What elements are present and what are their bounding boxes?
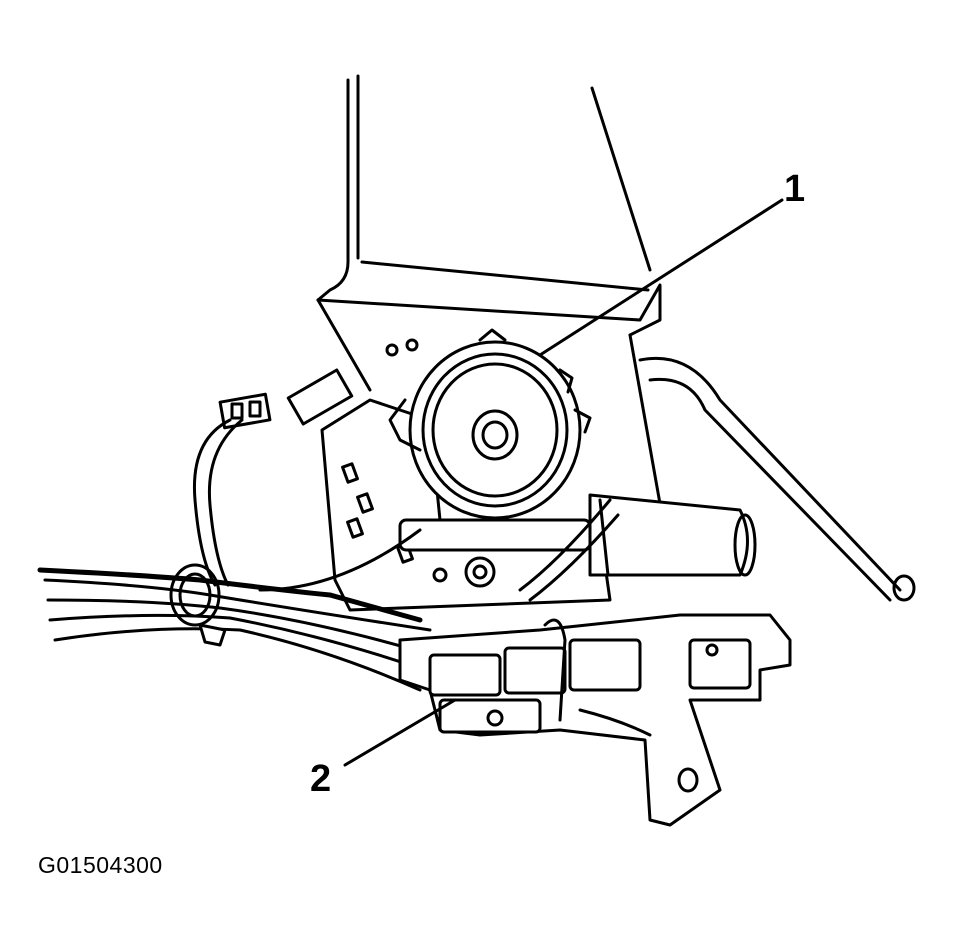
drive-motor [398,493,757,588]
actuator-rod [638,356,916,602]
door-lock-switch-assembly [398,613,792,827]
figure-id: G01504300 [38,852,163,878]
callout-label-2: 2 [310,758,332,800]
wiring-harness [37,418,620,692]
door-panel-bracket [316,74,672,562]
leader-line-1 [538,198,784,357]
electrical-connector-upper [218,368,354,430]
lock-actuator-motor [388,328,592,520]
callout-label-1: 1 [784,168,806,210]
leader-line-2 [343,698,457,767]
